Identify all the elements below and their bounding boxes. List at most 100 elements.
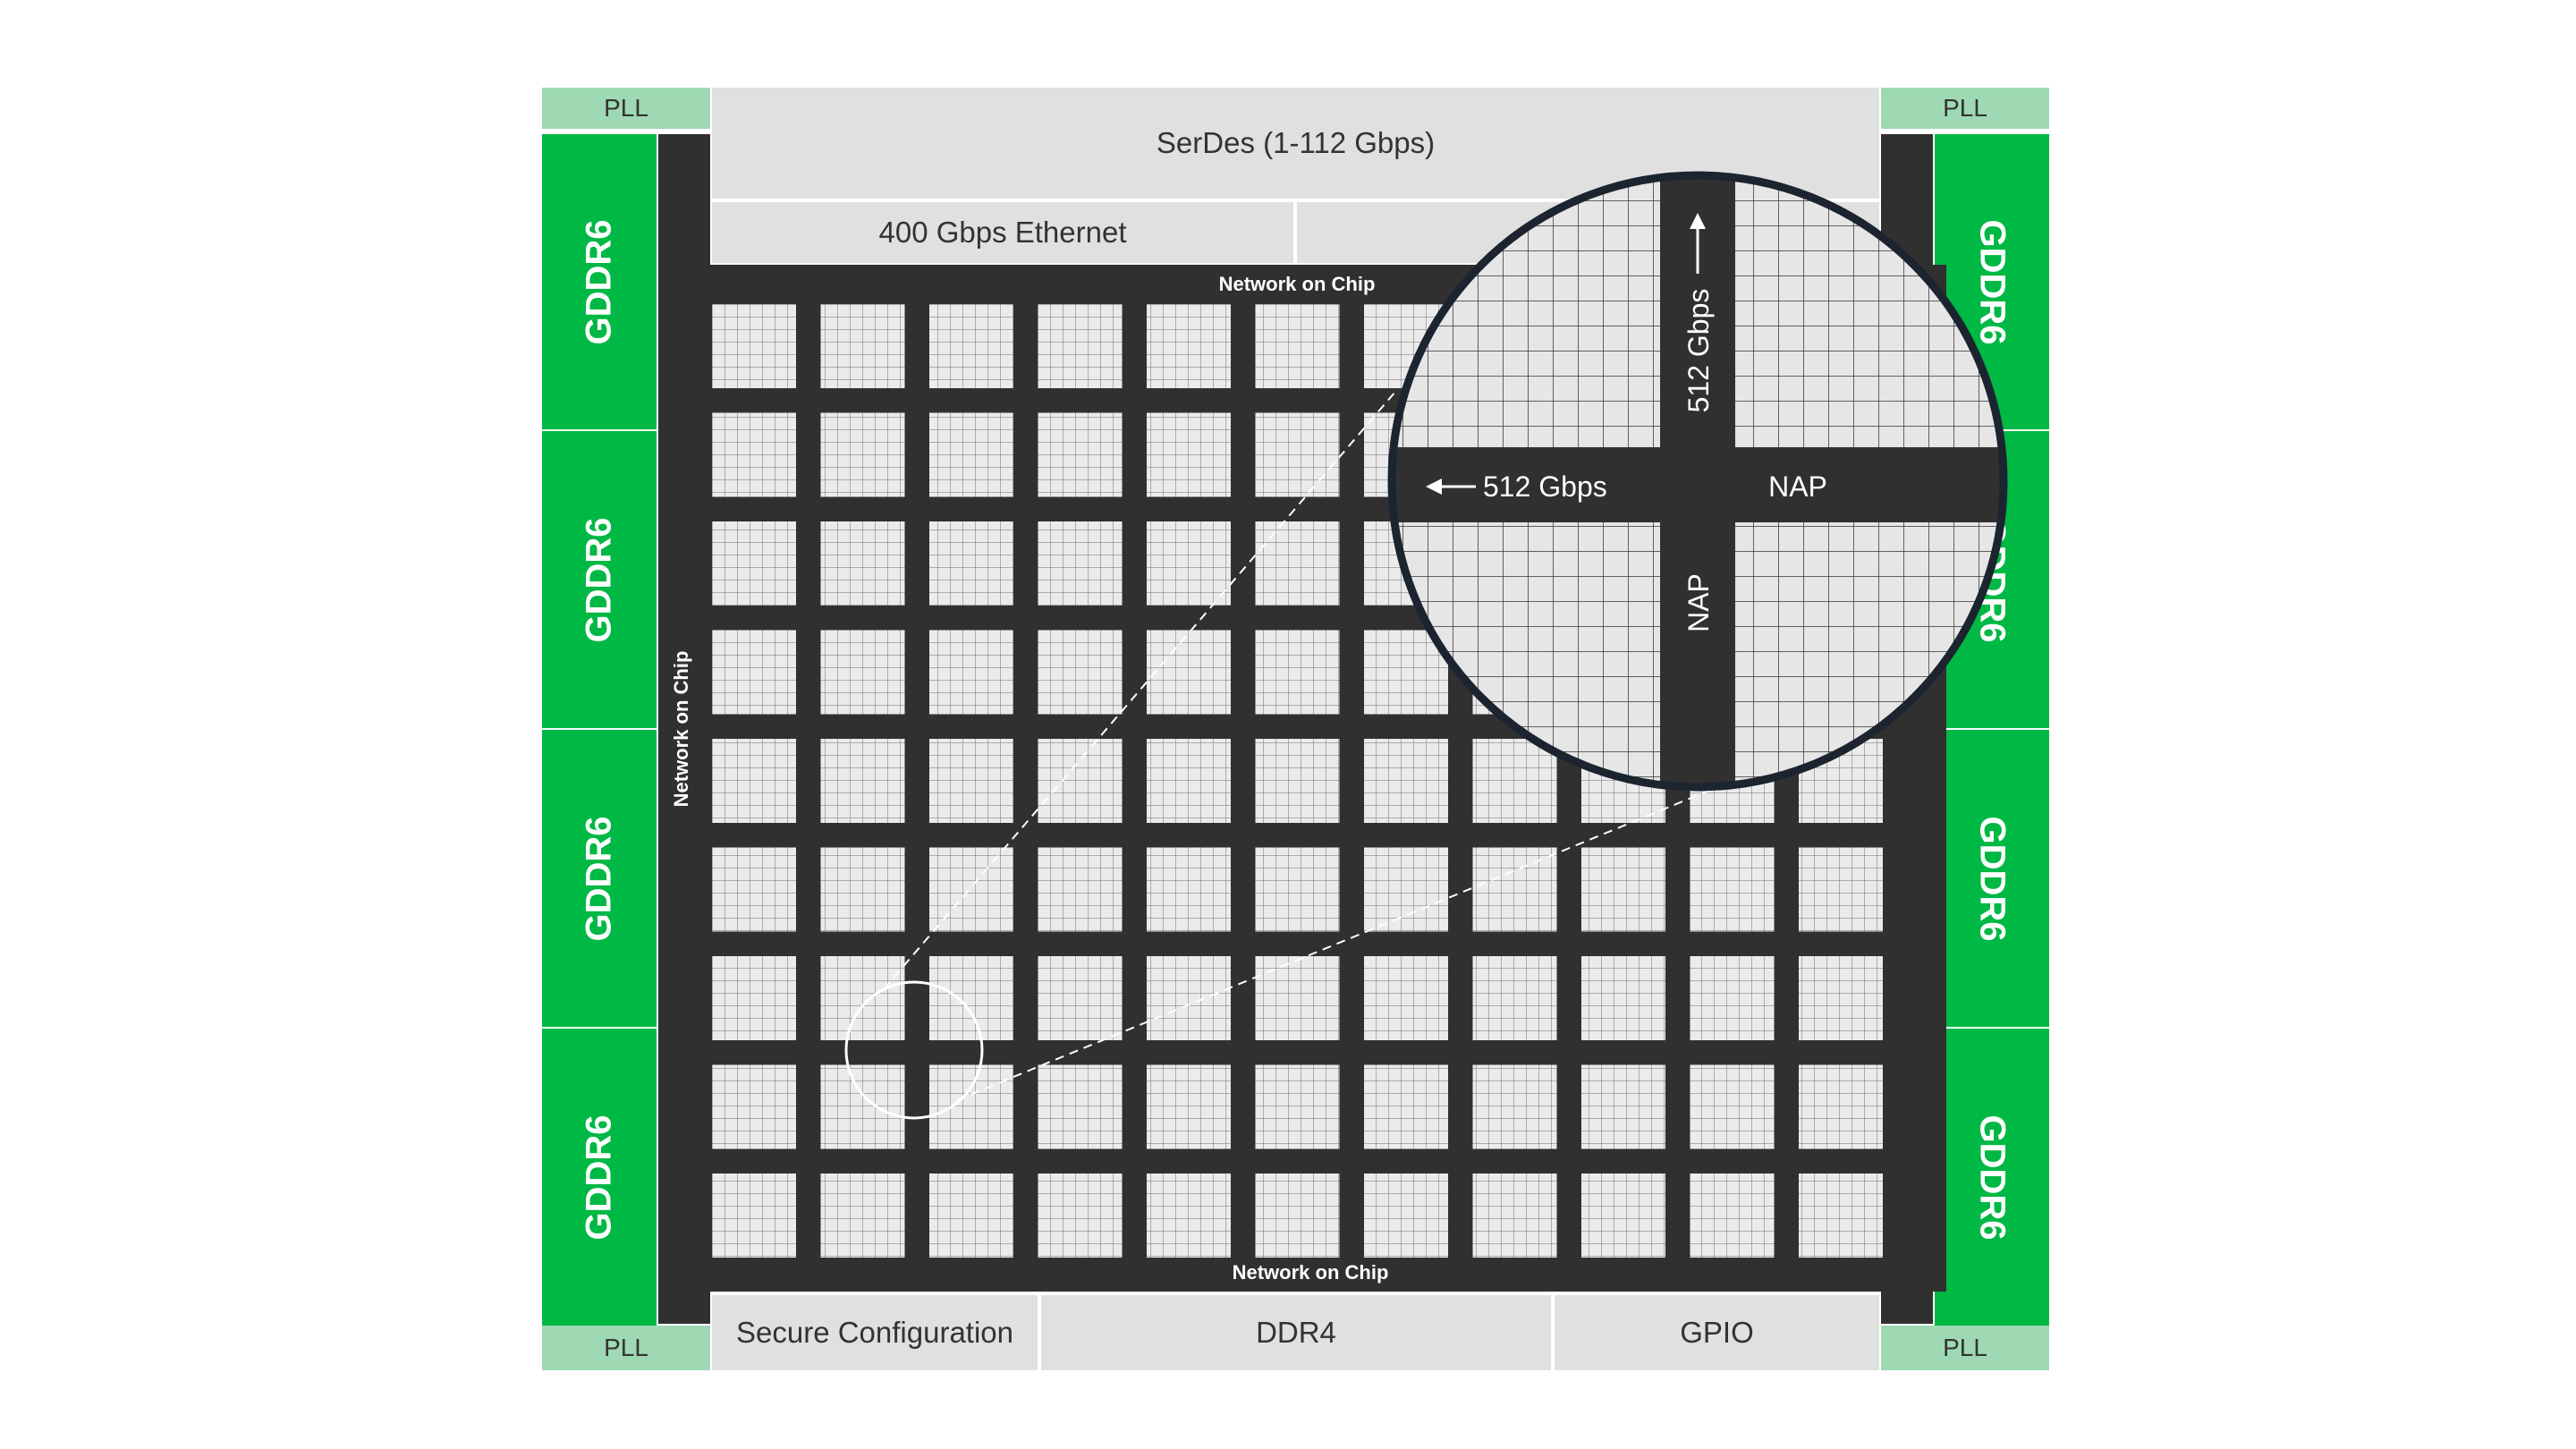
logic-cluster	[1690, 1064, 1775, 1149]
logic-cluster	[1255, 304, 1340, 388]
pll-top-right: PLL	[1881, 88, 2049, 129]
gddr6-right-4: GDDR6	[1935, 1029, 2049, 1326]
logic-cluster	[1472, 1064, 1557, 1149]
logic-cluster	[1472, 739, 1557, 823]
logic-cluster	[1581, 1064, 1665, 1149]
logic-cluster	[1038, 630, 1123, 715]
zoom-leader-line-top	[883, 391, 1396, 990]
logic-cluster	[1690, 847, 1775, 932]
logic-cluster	[1147, 412, 1231, 497]
gpio-block: GPIO	[1555, 1295, 1879, 1370]
magnifier-ring	[1387, 171, 2008, 792]
ethernet-block-1: 400 Gbps Ethernet	[712, 200, 1293, 263]
logic-cluster	[712, 521, 796, 606]
logic-cluster	[1038, 1064, 1123, 1149]
gddr6-left-4: GDDR6	[542, 1029, 657, 1326]
logic-cluster	[712, 630, 796, 715]
pll-bottom-left: PLL	[542, 1326, 710, 1370]
logic-cluster	[929, 739, 1013, 823]
logic-cluster	[1581, 956, 1665, 1040]
logic-cluster	[1255, 1064, 1340, 1149]
noc-label-bottom: Network on Chip	[1232, 1261, 1389, 1284]
logic-cluster	[1581, 1174, 1665, 1258]
logic-cluster	[1364, 1064, 1448, 1149]
logic-cluster	[1799, 1174, 1883, 1258]
logic-cluster	[1472, 1174, 1557, 1258]
logic-cluster	[712, 1174, 796, 1258]
logic-cluster	[820, 1064, 905, 1149]
logic-cluster	[820, 739, 905, 823]
horizontal-bandwidth-label: 512 Gbps	[1483, 470, 1607, 503]
logic-cluster	[1690, 1174, 1775, 1258]
logic-cluster	[929, 304, 1013, 388]
logic-cluster	[1799, 1064, 1883, 1149]
magnifier-horizontal-noc	[1392, 447, 2004, 522]
arrow-left-icon	[1426, 479, 1476, 495]
logic-cluster	[1364, 1174, 1448, 1258]
logic-cluster	[1472, 847, 1557, 932]
logic-cluster	[929, 847, 1013, 932]
logic-cluster	[1038, 304, 1123, 388]
gddr6-right-3: GDDR6	[1935, 730, 2049, 1029]
logic-cluster	[1147, 630, 1231, 715]
logic-cluster	[929, 1174, 1013, 1258]
nap-label-bottom: NAP	[1682, 573, 1715, 632]
arrow-up-icon	[1690, 213, 1706, 274]
logic-cluster	[1255, 739, 1340, 823]
logic-cluster	[1147, 521, 1231, 606]
logic-cluster	[820, 847, 905, 932]
zoom-source-circle	[844, 980, 984, 1120]
gddr6-left-1: GDDR6	[542, 134, 657, 431]
logic-cluster	[1147, 739, 1231, 823]
logic-cluster	[1038, 412, 1123, 497]
logic-cluster	[1038, 956, 1123, 1040]
logic-cluster	[929, 1064, 1013, 1149]
logic-cluster	[820, 1174, 905, 1258]
logic-cluster	[1038, 739, 1123, 823]
logic-cluster	[1255, 630, 1340, 715]
gddr6-left-2: GDDR6	[542, 431, 657, 730]
logic-cluster	[1147, 304, 1231, 388]
logic-cluster	[1147, 1174, 1231, 1258]
logic-cluster	[1255, 956, 1340, 1040]
gddr6-left-3: GDDR6	[542, 730, 657, 1029]
magnifier	[1392, 175, 2004, 787]
pll-bottom-right: PLL	[1881, 1326, 2049, 1370]
logic-cluster	[929, 412, 1013, 497]
logic-cluster	[1799, 847, 1883, 932]
logic-cluster	[820, 630, 905, 715]
logic-cluster	[1038, 521, 1123, 606]
logic-cluster	[712, 956, 796, 1040]
logic-cluster	[1147, 956, 1231, 1040]
logic-cluster	[1581, 847, 1665, 932]
ddr4-block: DDR4	[1041, 1295, 1551, 1370]
noc-label-top: Network on Chip	[1218, 273, 1376, 295]
logic-cluster	[712, 412, 796, 497]
logic-cluster	[1147, 847, 1231, 932]
vertical-bandwidth-label: 512 Gbps	[1682, 289, 1715, 413]
logic-cluster	[1255, 412, 1340, 497]
logic-cluster	[1255, 847, 1340, 932]
logic-cluster	[1364, 956, 1448, 1040]
logic-cluster	[1038, 847, 1123, 932]
logic-cluster	[1038, 1174, 1123, 1258]
logic-cluster	[820, 412, 905, 497]
secure-configuration-block: Secure Configuration	[712, 1295, 1038, 1370]
logic-cluster	[929, 956, 1013, 1040]
zoom-leader-line-bottom	[956, 786, 1718, 1101]
logic-cluster	[1690, 956, 1775, 1040]
logic-cluster	[820, 521, 905, 606]
pll-top-left: PLL	[542, 88, 710, 129]
logic-cluster	[1472, 956, 1557, 1040]
logic-cluster	[712, 847, 796, 932]
logic-cluster	[1147, 1064, 1231, 1149]
logic-cluster	[820, 956, 905, 1040]
logic-cluster	[1255, 1174, 1340, 1258]
logic-cluster	[820, 304, 905, 388]
nap-label-right: NAP	[1768, 470, 1827, 503]
logic-cluster	[712, 739, 796, 823]
logic-cluster	[712, 1064, 796, 1149]
logic-cluster	[929, 521, 1013, 606]
